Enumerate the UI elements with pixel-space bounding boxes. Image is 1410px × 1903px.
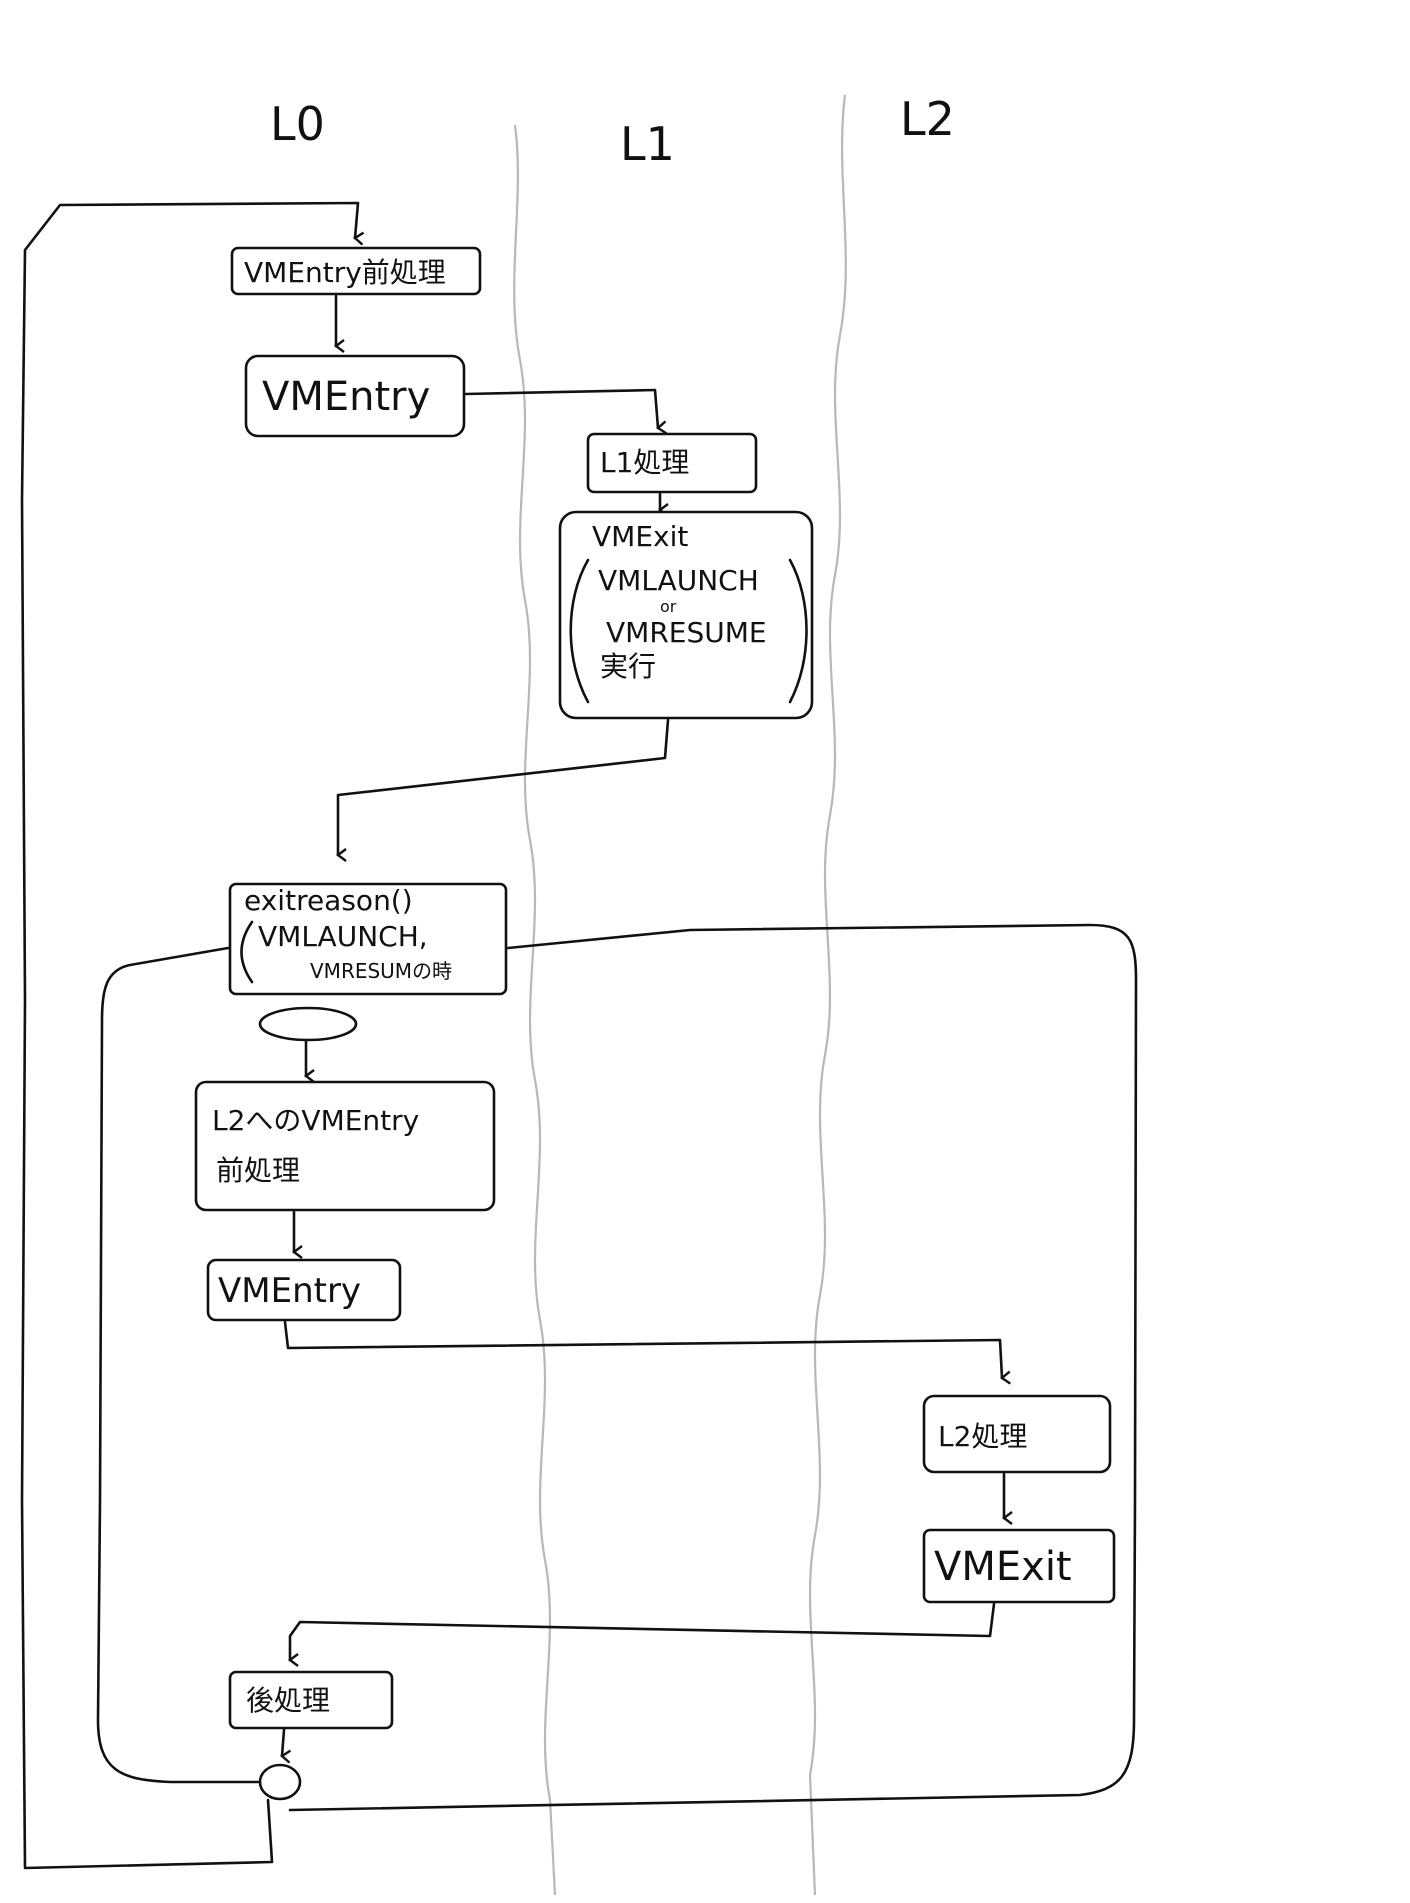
node-vmentry-l0-second (206, 1258, 402, 1322)
edge-exitreason-loop-left (96, 946, 260, 1784)
node-vmentry-l0-first-label: VMEntry (262, 374, 430, 420)
node-post-process (228, 1670, 394, 1730)
node-vmexit-l1-line1: VMExit (592, 520, 688, 553)
node-exitreason (228, 882, 508, 996)
node-vmentry-preprocess-label: VMEntry前処理 (244, 256, 446, 289)
node-l2-vmentry-preprocess (194, 1080, 496, 1212)
node-vmexit-l1-line2: VMLAUNCH (598, 564, 759, 597)
node-l1-process (586, 432, 758, 494)
node-exitreason-line1: exitreason() (244, 884, 413, 917)
loop-back-edge (20, 201, 365, 1870)
lane-title-l1: L1 (620, 117, 675, 171)
paren-left-exitreason (240, 920, 254, 984)
node-vmentry-l0-first (244, 354, 466, 438)
node-l2-process-label: L2処理 (938, 1420, 1027, 1453)
paren-right-l1 (788, 558, 808, 704)
edge-vmentry-to-l1 (464, 388, 668, 435)
paren-left-l1 (569, 558, 590, 704)
lane-title-l0: L0 (270, 97, 325, 151)
node-vmexit-l1-line3: or (660, 597, 677, 616)
node-l2-vmentry-preprocess-line2: 前処理 (216, 1154, 300, 1187)
node-l2-vmentry-preprocess-line1: L2へのVMEntry (212, 1104, 419, 1137)
node-vmexit-l1-line5: 実行 (600, 650, 656, 683)
node-vmentry-preprocess (230, 246, 482, 296)
node-vmentry-l0-second-label: VMEntry (218, 1271, 361, 1311)
node-vmexit-l1-line4: VMRESUME (606, 616, 767, 649)
node-l1-process-label: L1処理 (600, 446, 689, 479)
node-vmexit-l1 (558, 510, 814, 720)
decision-blob (258, 1006, 358, 1042)
node-l2-process (922, 1394, 1112, 1474)
lane-title-l2: L2 (900, 92, 955, 146)
edge-exitreason-loop-right (288, 923, 1138, 1812)
edge-vmexit2-to-post (288, 1602, 996, 1667)
node-post-process-label: 後処理 (246, 1684, 330, 1717)
end-circle (258, 1763, 302, 1801)
edge-post-to-end (280, 1728, 292, 1764)
node-exitreason-line2: VMLAUNCH, (258, 920, 428, 953)
node-vmexit-l2 (922, 1528, 1116, 1604)
node-vmexit-l2-label: VMExit (934, 1544, 1072, 1590)
node-exitreason-line3: VMRESUMの時 (310, 959, 452, 983)
lane-separator-l1-l2 (808, 94, 847, 1896)
edge-vmentry2-to-l2 (283, 1320, 1011, 1385)
lane-separator-l0-l1 (513, 124, 557, 1896)
edge-vmexit-to-exitreason (336, 718, 670, 862)
